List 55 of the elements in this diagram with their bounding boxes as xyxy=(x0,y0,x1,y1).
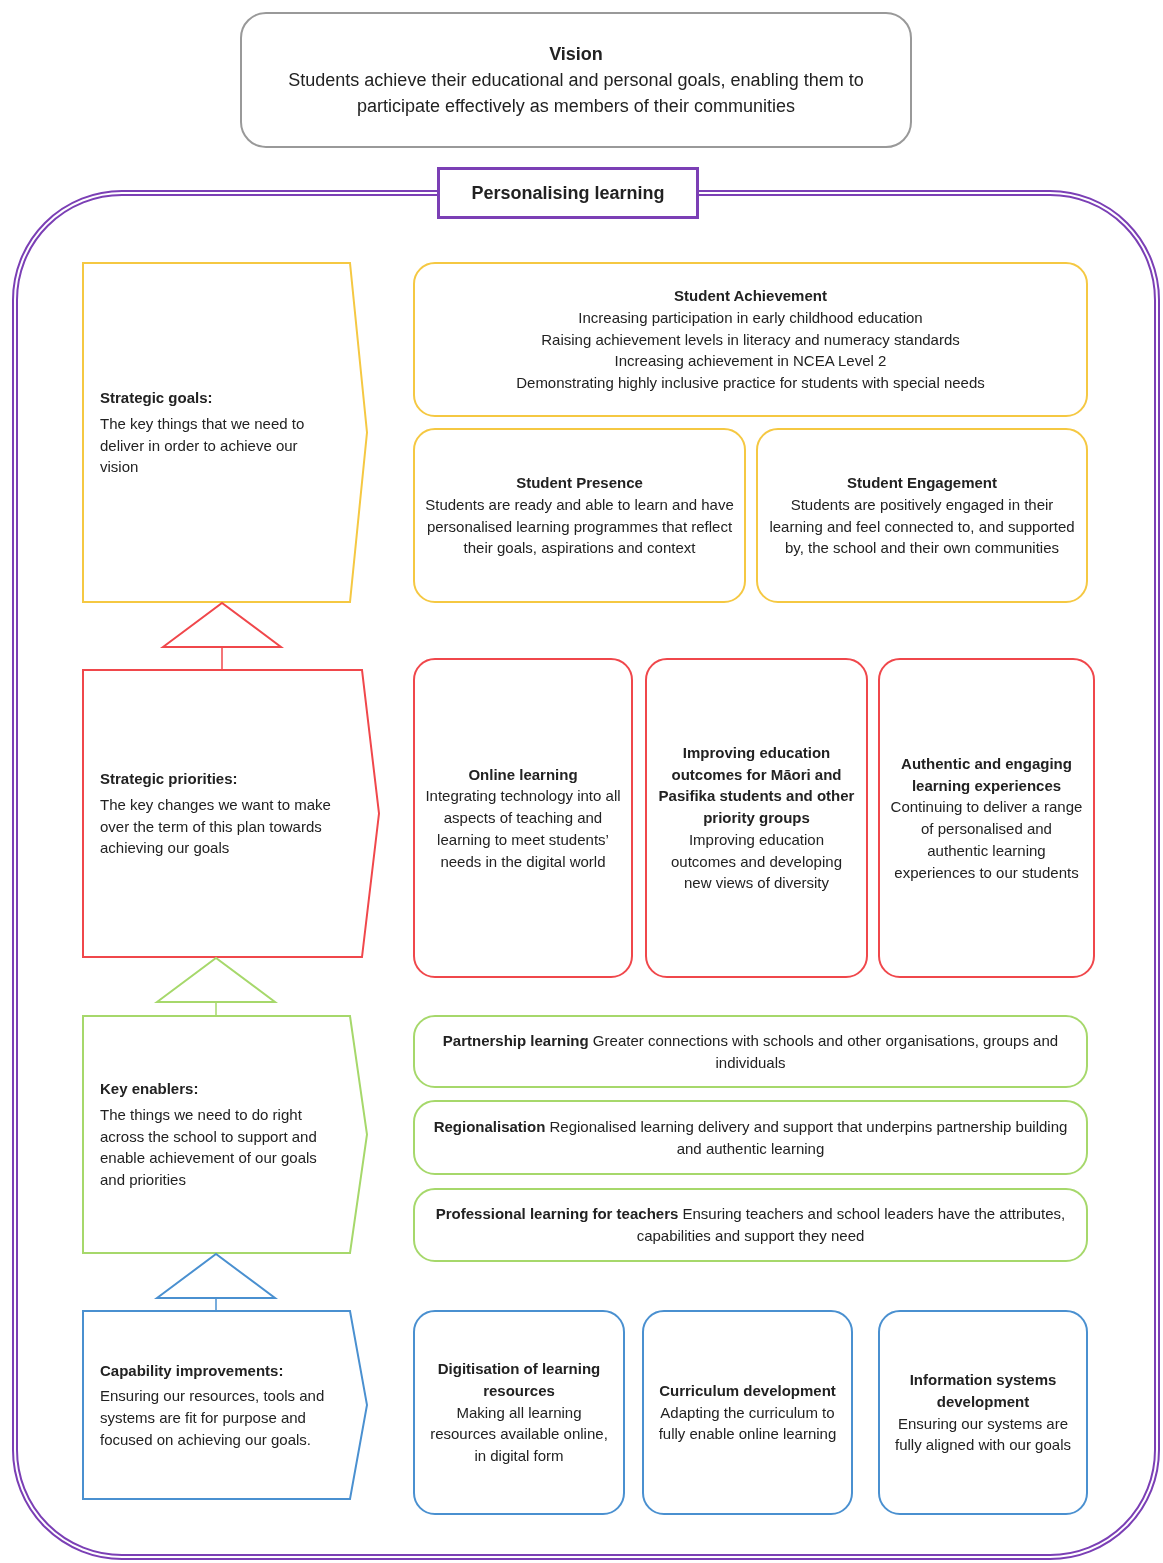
box-text: Partnership learning Greater connections with schools and other organisations, groups and individuals xyxy=(441,1030,1060,1073)
text-box xyxy=(645,658,868,978)
box-heading: Strategic priorities: xyxy=(100,769,238,789)
box-heading: Student Engagement xyxy=(847,473,997,493)
box-heading: Student Presence xyxy=(516,473,643,493)
box-heading: Curriculum development xyxy=(659,1380,836,1401)
box-text: The key things that we need to deliver in order to achieve our vision xyxy=(100,413,306,478)
box-text: Demonstrating highly inclusive practice for students with special needs xyxy=(516,373,985,394)
box-heading: Authentic and engaging learning experiences xyxy=(900,753,1073,796)
box-heading: Vision xyxy=(549,42,603,66)
arrow xyxy=(156,1253,276,1311)
box-heading: Strategic goals: xyxy=(100,388,213,408)
box-text: Professional learning for teachers Ensuring teachers and school leaders have the attributes, capabilities and support they need xyxy=(434,1204,1067,1246)
box-text: Students are ready and able to learn and have personalised learning programmes that reflect their goals, aspirations and context xyxy=(425,494,734,559)
box-text: Increasing achievement in NCEA Level 2 xyxy=(614,351,887,372)
box-heading: Improving education outcomes for Māori and Pasifika students and other priority groups xyxy=(657,742,856,829)
text-box xyxy=(413,1015,1088,1088)
box-text: Ensuring our resources, tools and systems are fit for purpose and focused on achieving our goals. xyxy=(100,1386,326,1450)
box-text: Students achieve their educational and personal goals, enabling them to participate effectively as members of their communities xyxy=(287,68,865,119)
box-text: The things we need to do right across the school to support and enable achievement of our goals and priorities xyxy=(100,1104,318,1191)
chevron-box xyxy=(82,1310,368,1500)
text-box xyxy=(878,1310,1088,1515)
box-text: Regionalisation Regionalised learning delivery and support that underpins partnership building and authentic learning xyxy=(432,1116,1069,1159)
box-heading: Key enablers: xyxy=(100,1079,199,1100)
text-box xyxy=(756,428,1088,603)
box-text: Making all learning resources available online, in digital form xyxy=(429,1402,609,1467)
box-heading: Digitisation of learning resources xyxy=(436,1359,602,1401)
chevron-box xyxy=(82,1015,368,1254)
box-text: Students are positively engaged in their learning and feel connected to, and supported by, the school and their own communities xyxy=(768,494,1076,559)
box-text: Raising achievement levels in literacy and numeracy standards xyxy=(541,329,960,350)
box-heading: Online learning xyxy=(468,764,578,785)
text-box xyxy=(413,1310,625,1515)
vision-box xyxy=(240,12,912,148)
text-box xyxy=(413,428,746,603)
box-text: Adapting the curriculum to fully enable online learning xyxy=(657,1402,838,1445)
text-box xyxy=(878,658,1095,978)
box-text: Improving education outcomes and developing new views of diversity xyxy=(670,829,843,894)
box-heading: Capability improvements: xyxy=(100,1360,284,1381)
box-heading: Student Achievement xyxy=(674,286,827,307)
box-text: Ensuring our systems are fully aligned with our goals xyxy=(894,1413,1072,1456)
chevron-box xyxy=(82,669,380,958)
box-text: The key changes we want to make over the term of this plan towards achieving our goals xyxy=(100,794,332,859)
chevron-box xyxy=(82,262,368,603)
box-heading: Information systems development xyxy=(908,1370,1058,1412)
box-text: Continuing to deliver a range of personalised and authentic learning experiences to our students xyxy=(890,797,1083,883)
text-box xyxy=(413,262,1088,417)
box-text: Increasing participation in early childhood education xyxy=(578,307,923,328)
section-title: Personalising learning xyxy=(437,167,699,219)
text-box xyxy=(413,658,633,978)
box-text: Integrating technology into all aspects of teaching and learning to meet students’ needs in the digital world xyxy=(425,786,621,872)
text-box xyxy=(413,1188,1088,1262)
arrow xyxy=(156,957,276,1016)
text-box xyxy=(642,1310,853,1515)
text-box xyxy=(413,1100,1088,1175)
arrow xyxy=(162,602,282,670)
